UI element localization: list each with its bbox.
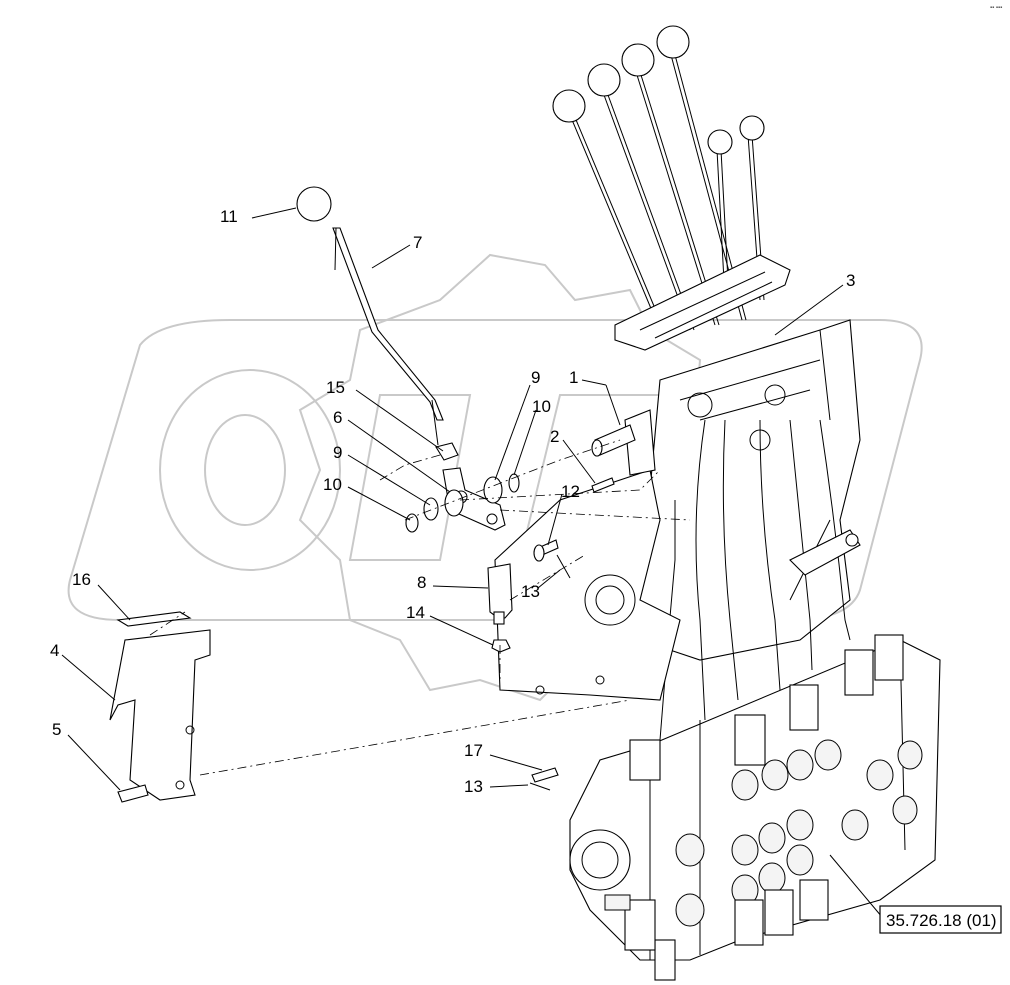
corner-mark: ▪▪ ▪▪▪	[990, 5, 1002, 11]
callout-16: 16	[72, 570, 91, 589]
callout-6: 6	[333, 408, 342, 427]
callout-labels: 11 7 3 15 9 1 10 6 2 9 10 12 16 8 13 14 …	[50, 207, 855, 796]
callout-10: 10	[532, 397, 551, 416]
leader-lines	[61, 207, 883, 918]
ball-knob-icon	[296, 186, 332, 222]
assembly-lines	[149, 439, 691, 776]
mounting-plate	[494, 469, 681, 701]
callout-2: 2	[550, 427, 559, 446]
callout-13: 13	[521, 582, 540, 601]
callout-10-lower: 10	[323, 475, 342, 494]
callout-7: 7	[413, 233, 422, 252]
callout-9: 9	[531, 368, 540, 387]
ball-knob-icon	[587, 63, 621, 97]
reference-box[interactable]: 35.726.18 (01)	[879, 905, 1002, 934]
callout-13-lower: 13	[464, 777, 483, 796]
callout-17: 17	[464, 741, 483, 760]
callout-8: 8	[417, 573, 426, 592]
ball-knob-icon	[621, 43, 655, 77]
control-levers-group	[552, 25, 861, 741]
callout-12: 12	[561, 482, 580, 501]
reference-box-label: 35.726.18 (01)	[886, 911, 997, 930]
callout-5: 5	[52, 720, 61, 739]
lever-rod-icon	[332, 227, 444, 446]
callout-4: 4	[50, 641, 59, 660]
callout-9-lower: 9	[333, 443, 342, 462]
ball-knob-icon	[552, 89, 586, 123]
ball-knob-icon	[707, 129, 733, 155]
callout-14: 14	[406, 603, 425, 622]
callout-15: 15	[326, 378, 345, 397]
control-valve-block-icon	[569, 634, 941, 981]
ball-knob-icon	[656, 25, 690, 59]
ball-knob-icon	[739, 115, 765, 141]
callout-3: 3	[846, 271, 855, 290]
callout-1: 1	[569, 368, 578, 387]
callout-11: 11	[220, 207, 238, 226]
